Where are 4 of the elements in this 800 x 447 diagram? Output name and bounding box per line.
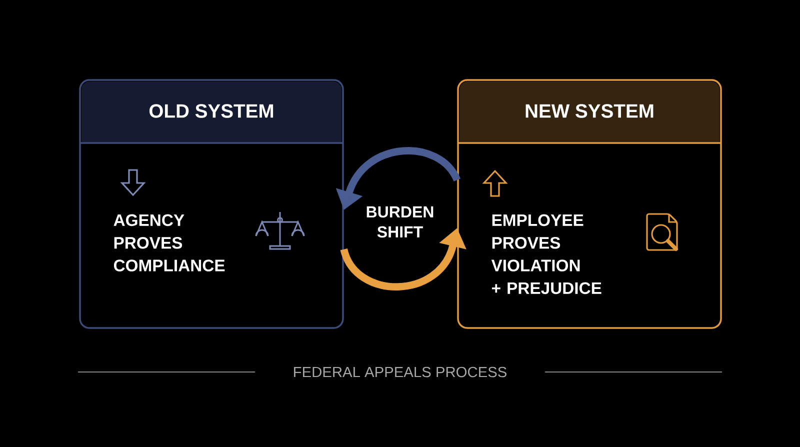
- footer-label: FEDERAL APPEALS PROCESS: [294, 366, 506, 378]
- center-label: BURDEN SHIFT: [366, 206, 434, 238]
- system-panel: NEW SYSTEM EMPLOYEE PROVES VIOLATION + PREJUDICE: [457, 79, 722, 329]
- system-panel: OLD SYSTEM AGENCY PROVES COMPLIANCE: [79, 79, 344, 329]
